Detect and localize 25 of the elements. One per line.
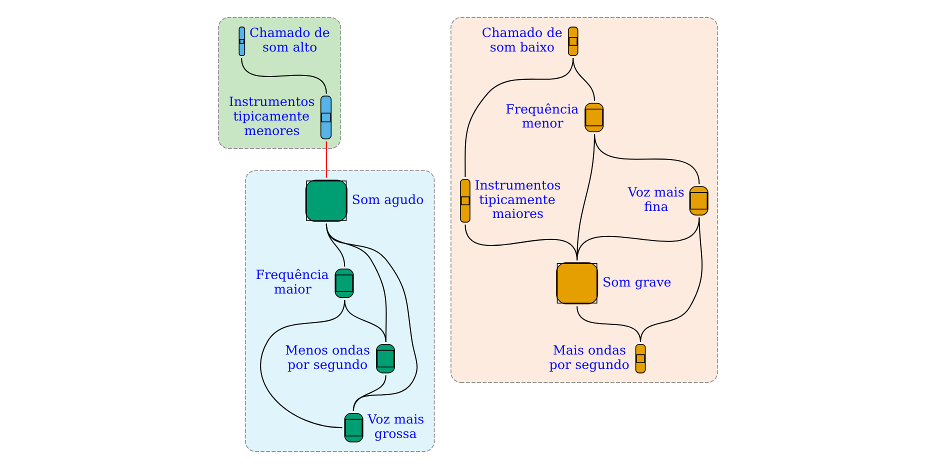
- connector: [576, 217, 700, 260]
- cluster: [218, 17, 341, 149]
- connector: [464, 58, 574, 177]
- connector: [260, 300, 345, 428]
- node-label: Voz mais grossa: [367, 412, 424, 441]
- node-label: Mais ondas por segundo: [548, 342, 629, 372]
- node-label: Som grave: [602, 274, 671, 290]
- node-label: Chamado de som baixo: [481, 25, 562, 54]
- node-label: Instrumentos tipicamente maiores: [474, 178, 560, 222]
- connector: [572, 58, 595, 101]
- node-label: Chamado de som alto: [248, 25, 330, 54]
- cluster: [244, 170, 434, 452]
- node-label: Voz mais fina: [627, 184, 684, 214]
- connector: [352, 375, 386, 412]
- node-label: Frequência menor: [505, 101, 578, 131]
- node-label: Frequência maior: [255, 267, 328, 296]
- node-label: Instrumentos tipicamente menores: [228, 94, 314, 138]
- node-label: Som agudo: [351, 192, 424, 207]
- connector: [325, 141, 326, 178]
- connector: [344, 300, 386, 342]
- connector: [576, 306, 641, 342]
- connector: [325, 224, 418, 412]
- node-label: Menos ondas por segundo: [284, 342, 370, 372]
- cluster: [450, 17, 718, 383]
- connector: [240, 58, 326, 94]
